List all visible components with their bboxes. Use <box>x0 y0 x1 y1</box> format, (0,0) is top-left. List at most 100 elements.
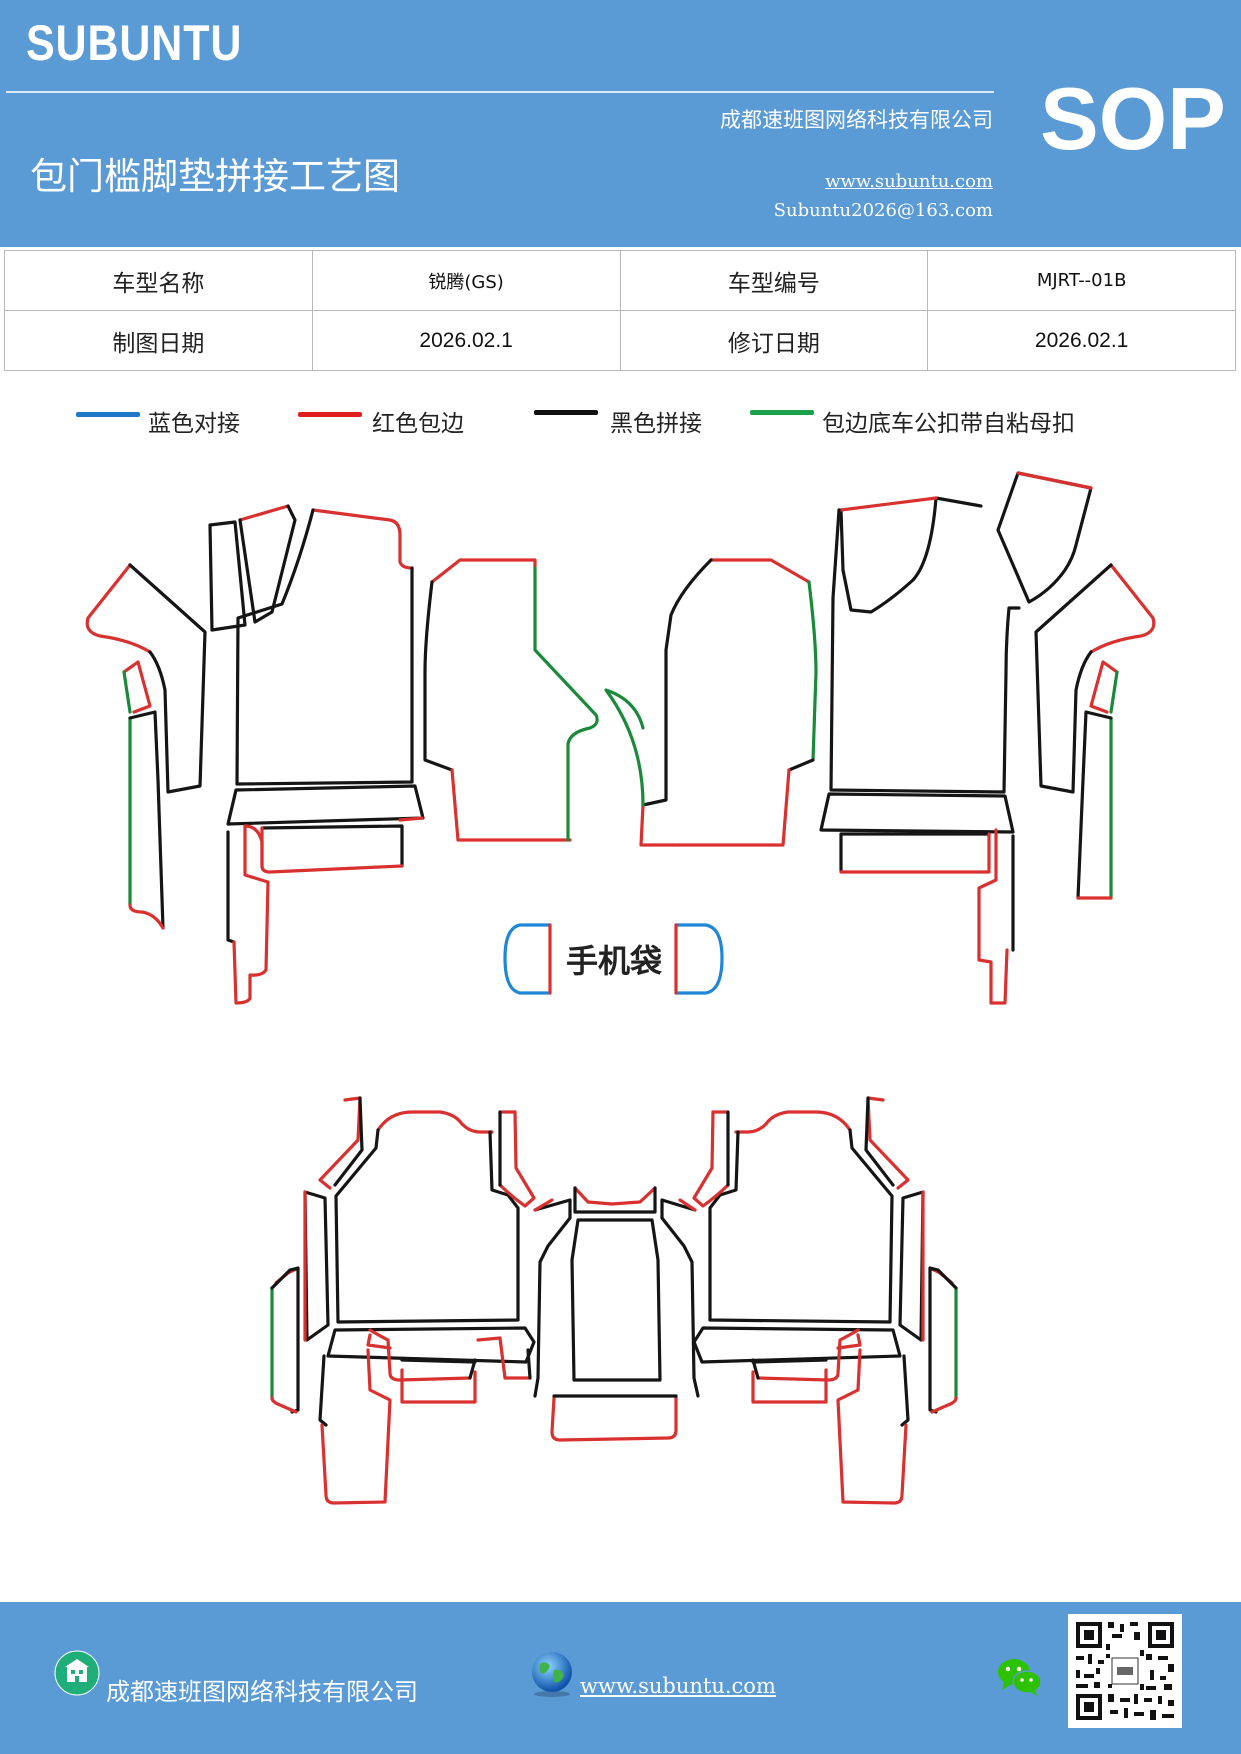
seam-red <box>692 1110 730 1208</box>
seam-red <box>930 1396 958 1414</box>
seam-blk <box>839 496 983 614</box>
seam-grn <box>533 566 599 842</box>
seam-blk <box>423 580 454 772</box>
seam-red <box>238 504 290 522</box>
header-website-link[interactable]: www.subuntu.com <box>825 171 993 192</box>
seam-blk <box>819 792 1015 834</box>
page-title: 包门槛脚垫拼接工艺图 <box>30 155 400 198</box>
seam-red <box>836 1348 908 1505</box>
seam-red <box>450 768 572 842</box>
legend-blue-swatch <box>76 412 140 417</box>
seam-blk <box>570 1218 662 1382</box>
seam-red <box>839 496 938 512</box>
seam-blk <box>235 508 414 786</box>
seam-red <box>366 1333 392 1350</box>
seam-blk <box>526 1348 532 1380</box>
model-name-label: 车型名称 <box>4 250 313 311</box>
seam-blk <box>270 1266 300 1414</box>
seam-blk <box>400 1358 477 1364</box>
legend-red-label: 红色包边 <box>372 411 464 437</box>
sop-badge: SOP <box>1040 69 1226 168</box>
seam-red <box>400 1368 477 1404</box>
seam-red <box>318 1096 362 1190</box>
seam-blk <box>708 1128 894 1324</box>
seam-blk <box>1034 563 1113 794</box>
seam-red <box>709 558 811 584</box>
rear-mat-group-right <box>692 1096 958 1505</box>
seam-blu <box>503 923 552 995</box>
seam-red <box>476 1336 532 1380</box>
seam-blk <box>718 1130 740 1197</box>
seam-grn <box>604 688 645 807</box>
model-code-label: 车型编号 <box>619 250 929 311</box>
seam-red <box>977 828 1009 1005</box>
seam-blk <box>751 1358 828 1364</box>
legend-blue-label: 蓝色对接 <box>148 411 240 437</box>
seam-red <box>756 1328 860 1382</box>
draw-date-label: 制图日期 <box>4 310 313 371</box>
right-front-mat-group <box>604 471 1156 1005</box>
seam-red <box>85 563 152 654</box>
seam-red <box>678 1198 697 1212</box>
seam-blk <box>128 710 165 930</box>
seam-blk <box>928 1266 958 1414</box>
wechat-icon <box>998 1659 1042 1696</box>
seam-red <box>1016 471 1093 490</box>
seam-blk <box>326 1326 536 1364</box>
seam-red <box>1089 660 1119 714</box>
seam-red <box>671 768 791 847</box>
seam-red <box>368 1328 472 1382</box>
seam-red <box>734 1110 852 1134</box>
seam-blk <box>641 558 713 807</box>
footer-company: 成都速班图网络科技有限公司 <box>106 1678 418 1706</box>
model-code-value: MJRT--01B <box>927 250 1236 311</box>
revision-date-value: 2026.02.1 <box>927 310 1236 371</box>
legend-green-label: 包边底车公扣带自粘母扣 <box>822 411 1075 437</box>
seam-grn <box>807 580 818 762</box>
seam-blk <box>226 784 425 826</box>
seam-red <box>866 1096 910 1190</box>
seam-red <box>550 1394 678 1442</box>
footer-website-link[interactable]: www.subuntu.com <box>580 1674 776 1698</box>
seam-red <box>260 826 404 874</box>
model-name-value: 锐腾(GS) <box>311 250 621 311</box>
header-email: Subuntu2026@163.com <box>773 200 993 221</box>
seam-red <box>639 803 675 847</box>
seam-red <box>751 1368 828 1404</box>
seam-blk <box>692 1326 902 1364</box>
seam-blk <box>488 1130 510 1197</box>
seam-blk <box>898 1190 925 1342</box>
seam-red <box>128 903 165 930</box>
seam-blk <box>208 520 247 632</box>
seam-blk <box>787 758 815 772</box>
seam-red <box>573 1186 657 1206</box>
left-front-mat-group <box>85 504 599 1005</box>
seam-grn <box>1109 670 1119 714</box>
seam-red <box>270 1396 298 1414</box>
seam-red <box>311 508 414 570</box>
seam-red <box>836 1333 862 1350</box>
table-row: 制图日期 2026.02.1 修订日期 2026.02.1 <box>4 310 1236 371</box>
rear-mat-group <box>270 1096 700 1505</box>
seam-blk <box>839 832 991 872</box>
phone-pocket-label: 手机袋 <box>566 942 662 980</box>
seam-blk <box>260 824 404 868</box>
legend-red-swatch <box>298 412 362 417</box>
seam-blk <box>996 471 1093 604</box>
seam-blk <box>128 563 207 794</box>
seam-red <box>430 558 537 584</box>
seam-blk <box>900 1354 910 1427</box>
seam-blk <box>318 1354 328 1427</box>
legend-black-swatch <box>534 410 598 415</box>
footer-banner: 成都速班图网络科技有限公司 www.subuntu.com <box>0 1602 1241 1754</box>
qr-code <box>1068 1614 1182 1728</box>
seam-red <box>498 1110 536 1208</box>
seam-red <box>232 824 270 1005</box>
header-banner: SUBUNTU 成都速班图网络科技有限公司 包门槛脚垫拼接工艺图 www.sub… <box>0 0 1241 247</box>
seam-red <box>839 832 991 874</box>
legend-green-swatch <box>750 410 814 415</box>
seam-red <box>533 1198 554 1212</box>
seam-red <box>1089 563 1156 654</box>
seam-red <box>320 1348 392 1505</box>
seam-blk <box>333 1096 364 1187</box>
